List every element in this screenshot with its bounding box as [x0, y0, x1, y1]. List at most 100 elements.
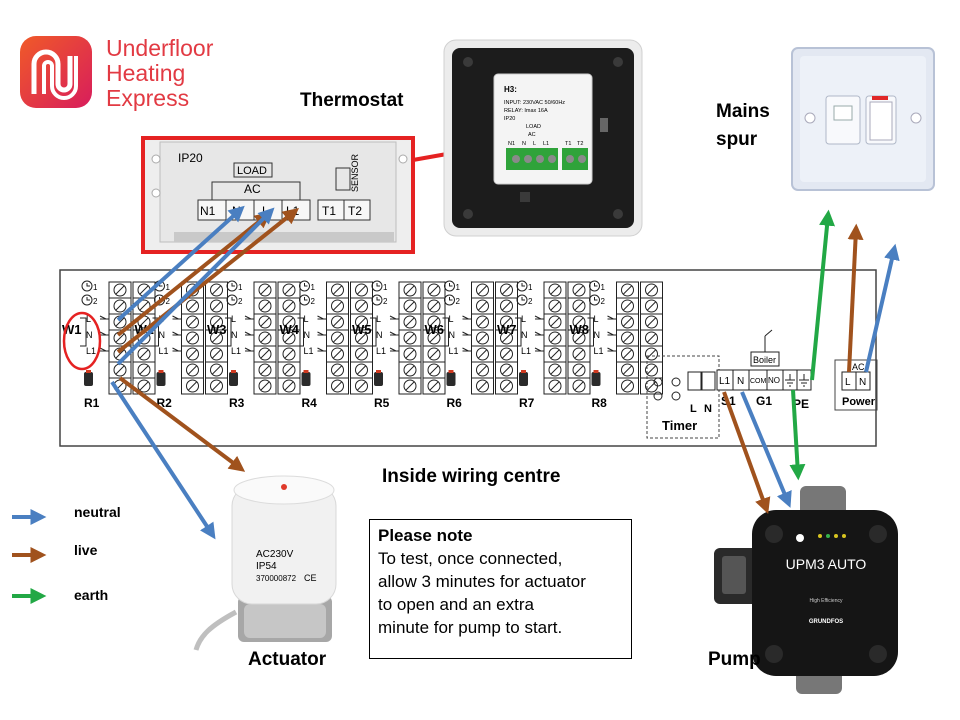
screw-slot-icon [478, 333, 487, 343]
zone-terminal-label: 1 [456, 283, 461, 292]
pump-label: Pump [708, 649, 761, 670]
screw-slot-icon [188, 349, 197, 359]
screw-slot-icon [284, 333, 294, 343]
screw-slot-icon [357, 333, 366, 343]
relay-led-tip-icon [376, 370, 381, 373]
relay-symbol-icon [370, 317, 377, 347]
device-terminal-0: N1 [508, 141, 515, 147]
zone-terminal-label: L1 [376, 346, 386, 356]
device-terminal-1: N [522, 141, 526, 147]
screw-slot-icon [623, 285, 632, 295]
relay-led-tip-icon [521, 370, 526, 373]
screw-slot-icon [429, 301, 439, 311]
screw-slot-icon [188, 381, 197, 391]
zone-terminal-label: 2 [166, 297, 171, 306]
screw-slot-icon [212, 349, 221, 359]
screw-slot-icon [429, 317, 439, 327]
zoom-terminal-5: T2 [348, 204, 362, 218]
relay-symbol-icon [152, 317, 159, 347]
screw-slot-icon [502, 285, 511, 295]
clock-hand-icon [594, 297, 598, 301]
screw-slot-icon [647, 285, 656, 295]
brand-logo: Underfloor Heating Express [18, 34, 218, 114]
terminal-arrow-icon [462, 315, 473, 320]
clock-hand-icon [449, 297, 453, 301]
zoom-rating: IP20 [178, 151, 203, 165]
relay-led-icon [374, 372, 383, 386]
terminal-arrow-icon [534, 331, 545, 336]
timer-terminal-l: L [690, 403, 697, 415]
zone-label-7: W7 [497, 322, 517, 337]
terminal-arrow-icon [99, 347, 110, 352]
screw-slot-icon [405, 365, 415, 375]
zoom-sensor: SENSOR [350, 153, 360, 192]
relay-symbol-icon [80, 317, 87, 347]
screw-slot-icon [647, 301, 656, 311]
screw-slot-icon [284, 381, 294, 391]
screw-slot-icon [574, 349, 584, 359]
screw-slot-icon [333, 365, 342, 375]
zone-terminal-label: L [449, 314, 454, 324]
screw-slot-icon [623, 365, 632, 375]
zone-terminal-label: 2 [238, 297, 243, 306]
clock-icon [516, 280, 528, 292]
terminal-arrow-icon [244, 315, 255, 320]
screw-slot-icon [139, 301, 149, 311]
screw-slot-icon [405, 381, 415, 391]
zone-terminal-label: 1 [601, 283, 606, 292]
screw-slot-icon [260, 301, 270, 311]
screw-slot-icon [647, 333, 656, 343]
screw-slot-icon [333, 381, 342, 391]
screw-slot-icon [284, 285, 294, 295]
zoom-terminal-4: T1 [322, 204, 336, 218]
terminal-arrow-icon [389, 331, 400, 336]
relay-symbol-icon [587, 317, 594, 347]
relay-label-5: R5 [374, 396, 390, 410]
relay-label-4: R4 [302, 396, 318, 410]
zone-label-6: W6 [425, 322, 445, 337]
screw-slot-icon [647, 317, 656, 327]
terminal-arrow-icon [317, 347, 328, 352]
screw-slot-icon [139, 349, 149, 359]
zone-terminal-label: N [231, 330, 238, 340]
zone-terminal-label: 2 [93, 297, 98, 306]
terminal-arrow-icon [534, 347, 545, 352]
relay-symbol-icon [515, 317, 522, 347]
relay-label-7: R7 [519, 396, 535, 410]
relay-symbol-icon [442, 317, 449, 347]
zone-terminal-label: N [304, 330, 311, 340]
power-label: Power [842, 396, 876, 408]
screw-slot-icon [502, 349, 511, 359]
wire-arrows [110, 205, 900, 540]
screw-slot-icon [502, 381, 511, 391]
screw-slot-icon [623, 301, 632, 311]
device-terminal-4: T1 [565, 141, 571, 147]
terminal-arrow-icon [172, 331, 183, 336]
note-line-1: To test, once connected, [378, 549, 563, 568]
mains-spur-label-line-1: Mains [716, 101, 770, 122]
zone-terminal-label: N [376, 330, 383, 340]
brand-line-2: Heating [106, 60, 186, 86]
screw-slot-icon [139, 365, 149, 375]
clock-hand-icon [594, 283, 598, 287]
clock-hand-icon [376, 283, 380, 287]
terminal-arrow-icon [317, 331, 328, 336]
pump-device: UPM3 AUTO High Efficiency GRUNDFOS [714, 486, 898, 694]
zone-label-8: W8 [570, 322, 590, 337]
device-input: INPUT: 230VAC 50/60Hz [504, 100, 565, 106]
screw-slot-icon [550, 365, 560, 375]
relay-label-1: R1 [84, 396, 100, 410]
screw-slot-icon [115, 365, 125, 375]
zone-label-3: W3 [207, 322, 227, 337]
screw-slot-icon [139, 317, 149, 327]
screw-slot-icon [623, 349, 632, 359]
screw-slot-icon [647, 365, 656, 375]
mains-spur-switch [791, 47, 935, 191]
clock-hand-icon [231, 283, 235, 287]
screw-slot-icon [188, 333, 197, 343]
screw-slot-icon [139, 285, 149, 295]
screw-slot-icon [429, 333, 439, 343]
